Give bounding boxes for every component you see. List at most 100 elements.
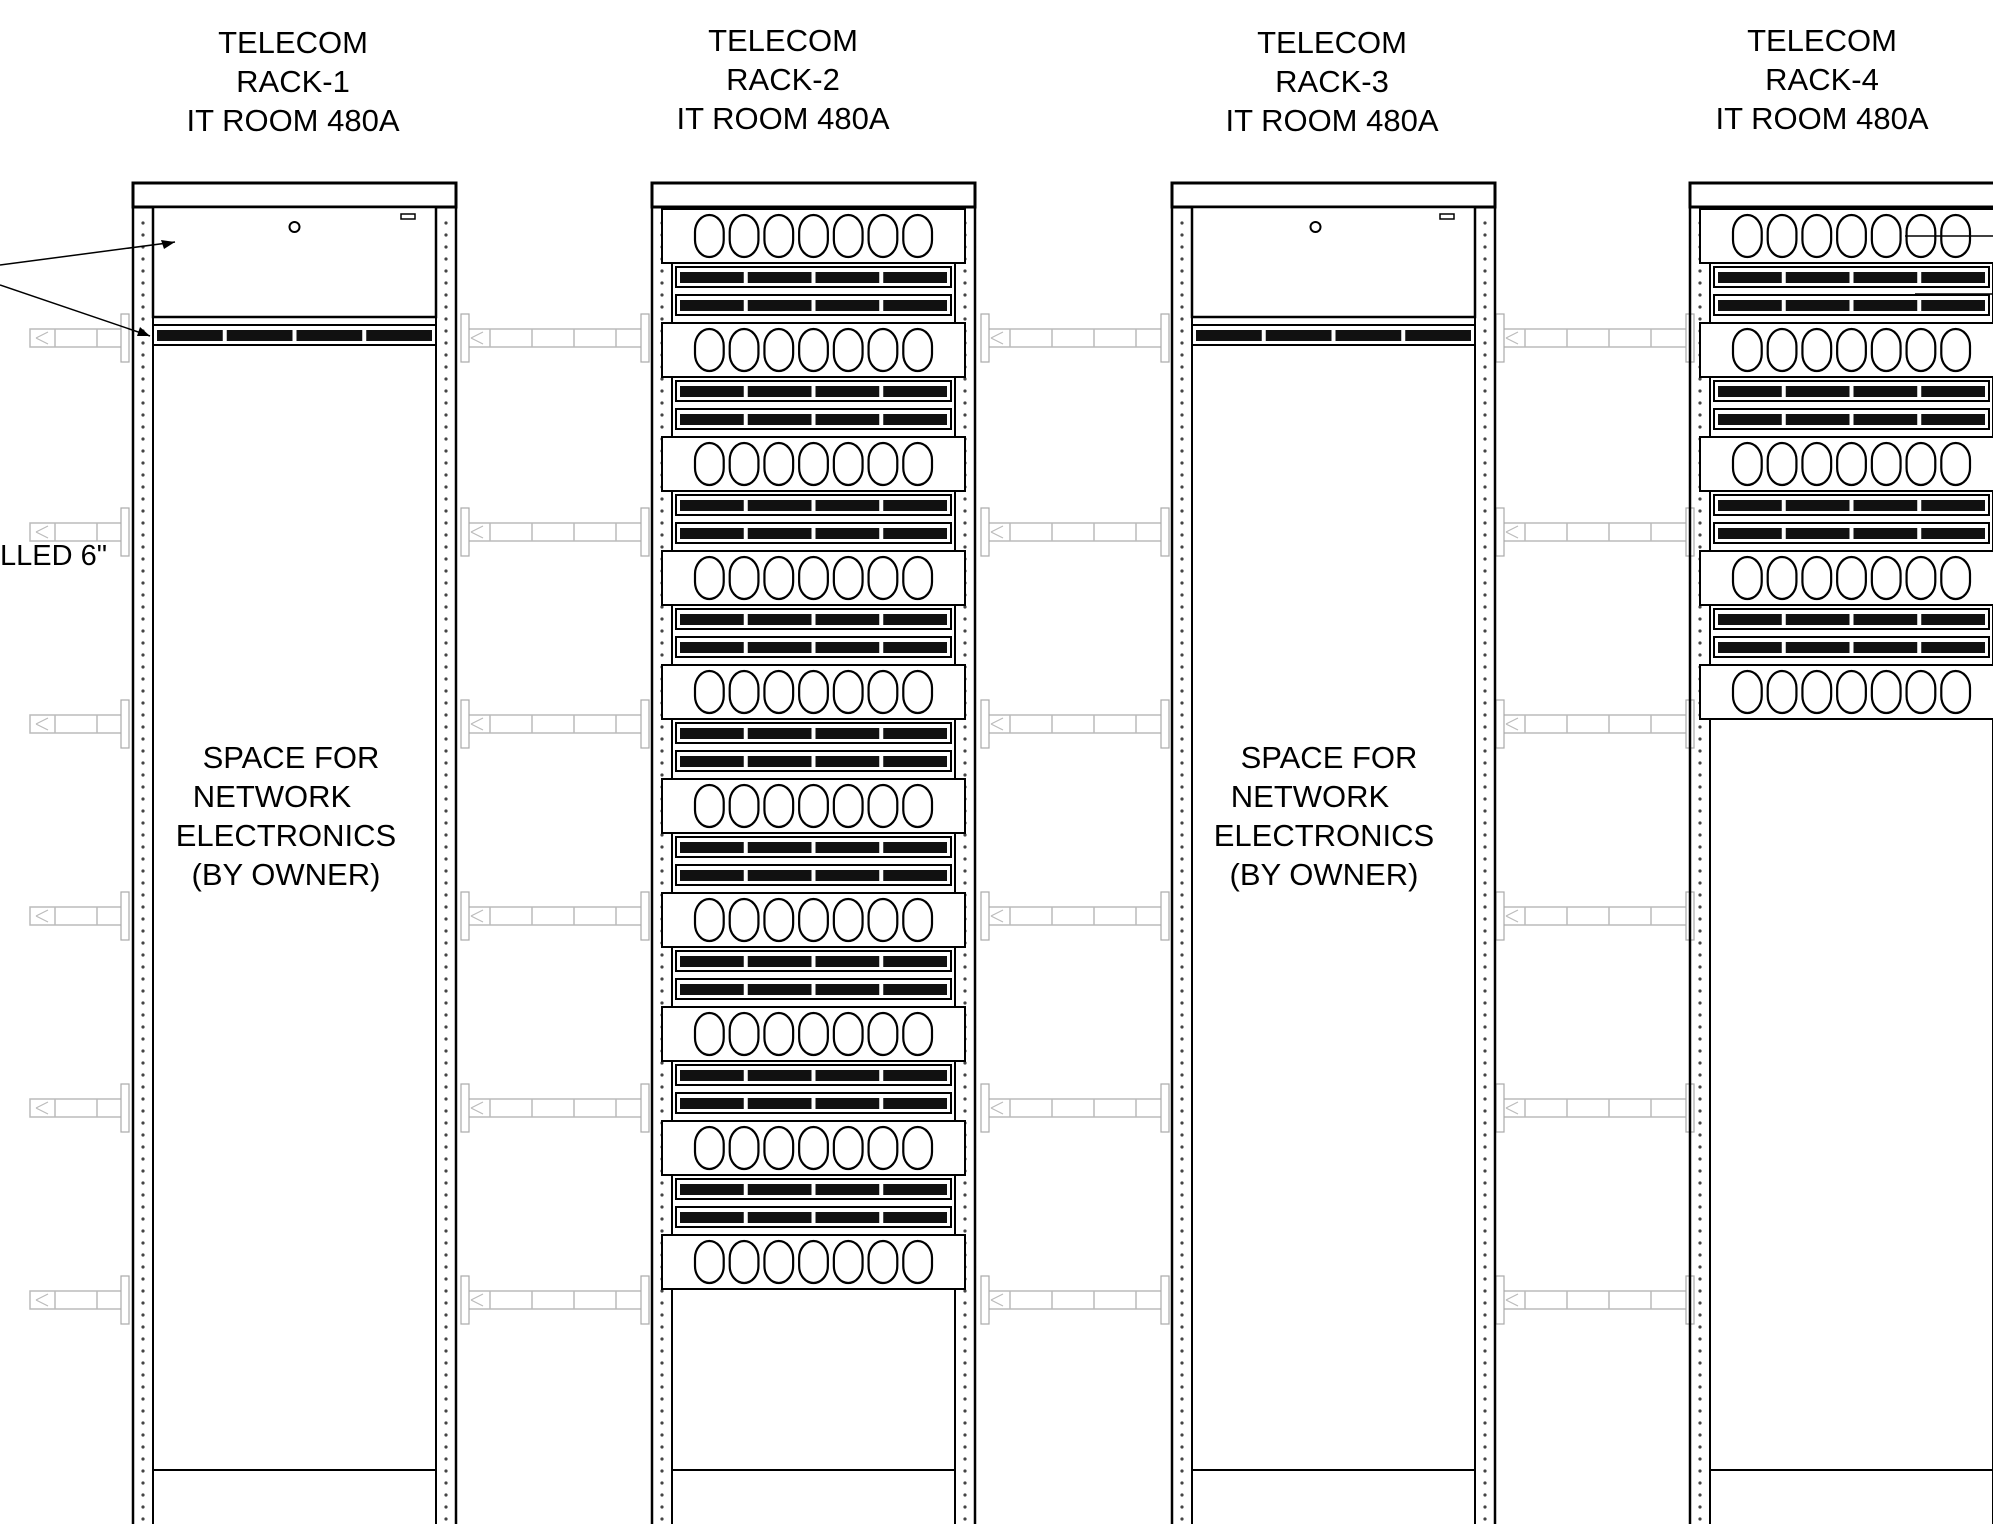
mounting-hole [1180,509,1184,513]
cabinet-latch [400,213,416,220]
cable-ring [867,555,899,601]
mounting-hole [1483,1433,1487,1437]
mounting-hole [141,749,145,753]
rack-2-title-line-2: RACK-2 [726,62,840,97]
cable-ring [693,213,725,259]
mounting-hole [1483,413,1487,417]
mounting-hole [1483,509,1487,513]
mounting-hole [660,1349,664,1353]
patch-panel [1713,494,1990,516]
mounting-hole [444,1481,448,1485]
cable-ring [867,1011,899,1057]
mounting-hole [1180,269,1184,273]
mounting-hole [1698,1397,1702,1401]
patch-port-block [680,272,744,283]
cable-ring [1801,669,1833,715]
mounting-hole [141,1145,145,1149]
patch-panel [675,1092,952,1114]
patch-port-block [1853,386,1918,397]
mounting-hole [660,1301,664,1305]
mounting-hole [660,845,664,849]
mounting-hole [141,653,145,657]
mounting-hole [141,509,145,513]
mounting-hole [1483,893,1487,897]
ladder-bracket [640,699,650,749]
mounting-hole [963,773,967,777]
mounting-hole [660,401,664,405]
cable-ladder-segment [29,714,126,734]
mounting-hole [1698,1457,1702,1461]
mounting-hole [1483,881,1487,885]
mounting-hole [1483,905,1487,909]
mounting-hole [444,1337,448,1341]
mounting-hole [1180,1241,1184,1245]
mounting-hole [1483,1277,1487,1281]
mounting-hole [1483,1397,1487,1401]
cable-ring [832,669,864,715]
mounting-hole [660,617,664,621]
ladder-chevron [990,717,1004,731]
mounting-hole [444,1217,448,1221]
patch-port-block [680,956,744,967]
mounting-hole [963,845,967,849]
mounting-hole [1180,1145,1184,1149]
mounting-hole [660,425,664,429]
mounting-hole [1698,737,1702,741]
leader-arrowhead [137,327,150,336]
ladder-chevron [990,909,1004,923]
mounting-hole [660,317,664,321]
mounting-hole [1483,1361,1487,1365]
mounting-hole [141,641,145,645]
cable-ring [867,897,899,943]
patch-port-block [1921,386,1985,397]
patch-panel [675,494,952,516]
cable-ladder-segment [1499,522,1691,542]
mounting-hole [1180,1313,1184,1317]
mounting-hole [141,617,145,621]
cable-ladder-rung-row [29,1083,1695,1133]
rack-3-note-line-2: NETWORK [1230,779,1390,814]
mounting-hole [444,1061,448,1065]
mounting-hole [1180,365,1184,369]
mounting-hole [444,653,448,657]
mounting-hole [141,1085,145,1089]
cable-ring [693,669,725,715]
mounting-hole [963,989,967,993]
mounting-hole [1698,305,1702,309]
mounting-hole [1180,1109,1184,1113]
cable-ring [728,783,760,829]
mounting-hole [444,1229,448,1233]
patch-port-block [1785,414,1850,425]
mounting-hole [660,533,664,537]
mounting-hole [1180,413,1184,417]
mounting-hole [444,1181,448,1185]
cable-ring [1766,441,1798,487]
mounting-hole [444,1097,448,1101]
mounting-hole [444,461,448,465]
mounting-hole [1180,1193,1184,1197]
mounting-hole [444,1385,448,1389]
mounting-hole [1180,989,1184,993]
ladder-chevron [470,1101,484,1115]
ladder-bracket [980,1275,990,1325]
mounting-hole [660,305,664,309]
mounting-hole [444,1325,448,1329]
mounting-hole [1180,941,1184,945]
cable-ring [1940,669,1972,715]
mounting-hole [1180,1157,1184,1161]
mounting-hole [141,977,145,981]
mounting-hole [963,953,967,957]
cable-ring [1766,327,1798,373]
cable-ring [867,783,899,829]
mounting-hole [963,1409,967,1413]
mounting-hole [444,953,448,957]
mounting-hole [1698,1385,1702,1389]
mounting-hole [141,1433,145,1437]
mounting-hole [1483,221,1487,225]
patch-port-block [815,1098,880,1109]
mounting-hole [1698,1025,1702,1029]
mounting-hole [963,1481,967,1485]
mounting-hole [444,593,448,597]
mounting-hole [444,689,448,693]
cable-manager [1699,322,1993,378]
